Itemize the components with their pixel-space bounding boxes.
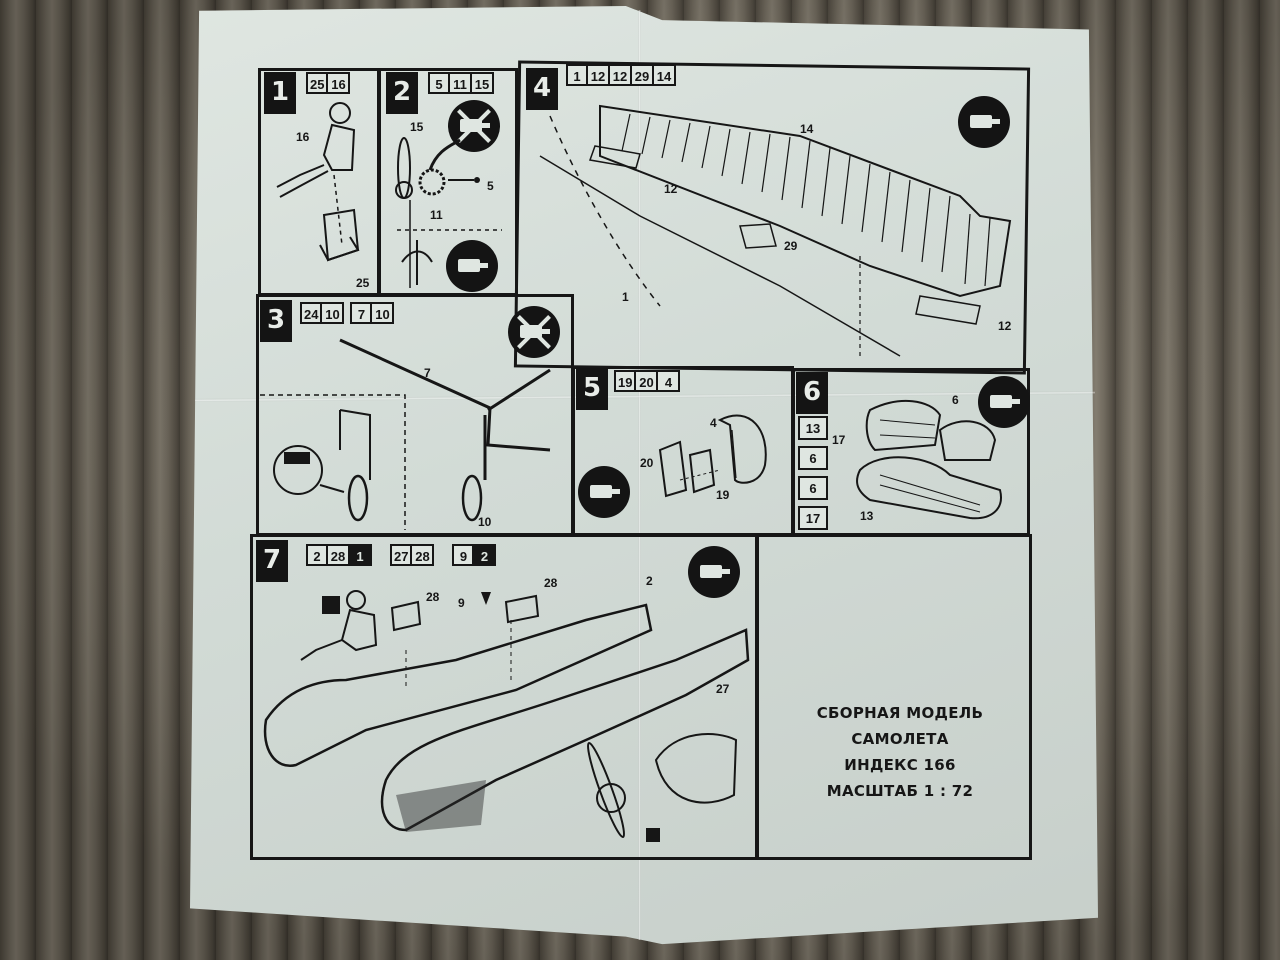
part-label: 27 <box>716 682 730 696</box>
part-box: 1 <box>566 64 588 86</box>
step-6-stabilizer-drawing <box>856 399 1002 520</box>
title-panel <box>756 534 1032 860</box>
part-box: 11 <box>450 72 472 94</box>
step-2-part-group: 5 11 15 <box>428 72 494 94</box>
step-5-tail-drawing <box>658 414 767 498</box>
step-7-part-group: 9 2 <box>452 544 497 566</box>
part-label: 4 <box>710 416 717 430</box>
part-box: 20 <box>636 370 659 392</box>
part-label: 20 <box>640 456 654 470</box>
part-box: 12 <box>610 64 632 86</box>
glue-tube-icon <box>688 546 740 598</box>
step-1-number: 1 <box>264 72 296 114</box>
step-7-part-group: 27 28 <box>390 544 435 566</box>
part-box: 10 <box>322 302 345 324</box>
part-label: 19 <box>716 488 730 502</box>
step-2-number: 2 <box>386 72 418 114</box>
part-label: 28 <box>426 590 440 604</box>
part-label: 12 <box>998 319 1012 333</box>
part-label: 15 <box>410 120 424 134</box>
part-box: 17 <box>798 506 828 530</box>
step-3-part-group: 24 10 <box>300 302 345 324</box>
part-box: 1 <box>350 544 372 566</box>
step-3-parts: 24 10 7 10 <box>300 302 395 324</box>
step-2-drawing <box>395 137 502 288</box>
part-label: 25 <box>356 276 370 290</box>
step-6-number: 6 <box>796 372 828 414</box>
part-label: 14 <box>800 122 814 136</box>
part-box: 24 <box>300 302 323 324</box>
step-5-parts: 19 20 4 <box>614 370 681 392</box>
part-label: 9 <box>458 596 465 610</box>
part-box: 28 <box>328 544 350 566</box>
part-box: 29 <box>632 64 654 86</box>
glue-tube-icon <box>958 96 1010 148</box>
part-box: 2 <box>474 544 497 566</box>
no-glue-icon <box>508 306 560 358</box>
part-box: 13 <box>798 416 828 440</box>
part-box: 6 <box>798 476 828 500</box>
step-4-number: 4 <box>526 68 558 110</box>
title-block: СБОРНАЯ МОДЕЛЬ САМОЛЕТА ИНДЕКС 166 МАСШТ… <box>790 700 1010 804</box>
part-box: 5 <box>428 72 450 94</box>
part-box: 15 <box>472 72 494 94</box>
part-box: 14 <box>654 64 676 86</box>
part-box: 19 <box>614 370 637 392</box>
step-1-drawing <box>276 102 360 262</box>
part-label: 2 <box>646 574 653 588</box>
title-line-1: СБОРНАЯ МОДЕЛЬ <box>816 704 984 722</box>
step-1-parts: 25 16 <box>306 72 351 94</box>
title-line-2: САМОЛЕТА <box>851 730 949 748</box>
glue-tube-icon <box>978 376 1030 428</box>
part-box: 4 <box>658 370 681 392</box>
part-label: 5 <box>487 179 494 193</box>
part-label: 7 <box>424 366 431 380</box>
part-box: 7 <box>350 302 373 324</box>
step-5-number: 5 <box>576 368 608 410</box>
part-label: 29 <box>784 239 798 253</box>
step-4-part-group: 1 12 12 29 14 <box>566 64 676 86</box>
part-box: 10 <box>372 302 395 324</box>
title-line-4: МАСШТАБ 1 : 72 <box>826 782 974 800</box>
part-label: 10 <box>478 515 492 529</box>
part-label: 11 <box>430 208 443 222</box>
part-box: 28 <box>412 544 435 566</box>
part-label: 13 <box>860 509 874 523</box>
step-4-parts: 1 12 12 29 14 <box>566 64 676 86</box>
step-3-landing-gear-drawing <box>260 338 551 530</box>
part-box: 12 <box>588 64 610 86</box>
step-1-part-group: 25 16 <box>306 72 351 94</box>
step-5-part-group: 19 20 4 <box>614 370 681 392</box>
part-box: 16 <box>328 72 351 94</box>
part-label: 28 <box>544 576 558 590</box>
part-label: 16 <box>296 130 310 144</box>
step-4-wing-drawing <box>539 104 1012 358</box>
title-line-3: ИНДЕКС 166 <box>844 756 956 774</box>
part-box: 2 <box>306 544 328 566</box>
step-6-parts: 13 6 6 17 <box>798 416 828 530</box>
part-label: 17 <box>832 433 846 447</box>
glue-tube-icon <box>446 240 498 292</box>
step-7-part-group: 2 28 1 <box>306 544 372 566</box>
step-3-part-group: 7 10 <box>350 302 395 324</box>
glue-tube-icon <box>578 466 630 518</box>
step-3-number: 3 <box>260 300 292 342</box>
part-box: 25 <box>306 72 329 94</box>
step-7-fuselage-drawing <box>263 590 750 842</box>
part-box: 6 <box>798 446 828 470</box>
part-box: 27 <box>390 544 413 566</box>
part-label: 6 <box>952 393 959 407</box>
step-7-parts: 2 28 1 27 28 9 2 <box>306 544 497 566</box>
part-box: 9 <box>452 544 475 566</box>
step-2-parts: 5 11 15 <box>428 72 494 94</box>
part-label: 1 <box>622 290 629 304</box>
step-7-number: 7 <box>256 540 288 582</box>
instruction-sheet <box>190 6 1098 945</box>
part-label: 12 <box>664 182 678 196</box>
vertical-fold <box>638 10 641 940</box>
